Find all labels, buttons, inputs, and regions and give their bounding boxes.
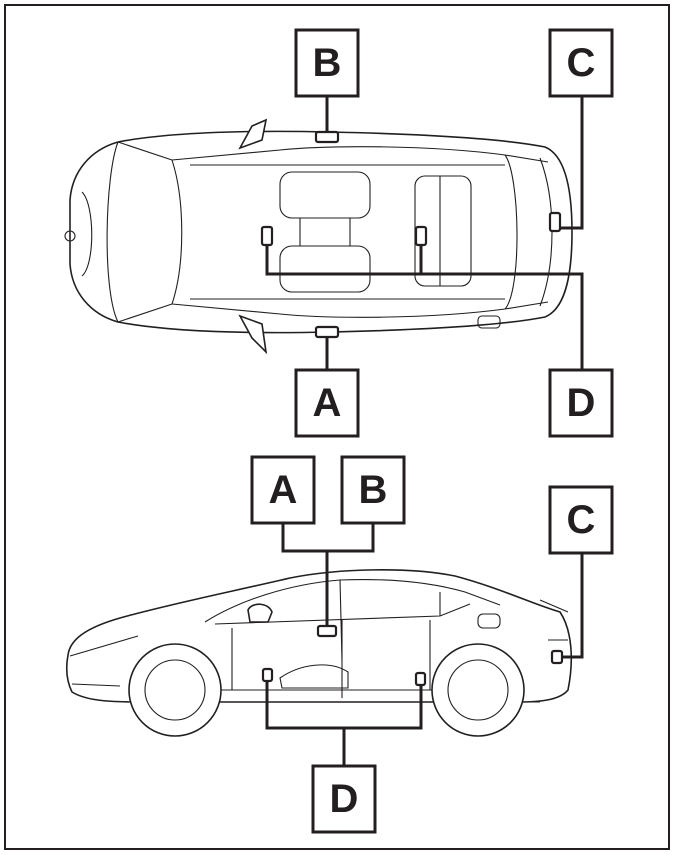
svg-text:B: B bbox=[359, 468, 388, 512]
car-side-view bbox=[66, 569, 573, 737]
svg-text:C: C bbox=[567, 498, 596, 542]
callout-a-top: A bbox=[294, 368, 360, 438]
svg-text:A: A bbox=[313, 381, 342, 425]
callout-a-side: A bbox=[250, 455, 316, 525]
leader-ab-side bbox=[281, 523, 375, 626]
svg-text:C: C bbox=[567, 41, 596, 85]
sensor-a-top bbox=[314, 325, 340, 339]
leader-c-top bbox=[560, 96, 584, 230]
car-top-view bbox=[64, 118, 573, 355]
sensor-ab-side bbox=[316, 624, 338, 638]
leader-d-top bbox=[265, 245, 584, 370]
svg-text:D: D bbox=[567, 381, 596, 425]
sensor-b-top bbox=[314, 130, 340, 144]
svg-text:D: D bbox=[330, 777, 359, 821]
leader-c-side bbox=[562, 553, 584, 659]
sensor-c-side bbox=[550, 649, 564, 665]
sensor-d-top-front bbox=[260, 225, 274, 247]
svg-text:B: B bbox=[313, 41, 342, 85]
leader-d-side bbox=[265, 681, 423, 766]
callout-c-top: C bbox=[548, 28, 614, 98]
sensor-d-top-rear bbox=[414, 225, 428, 247]
callout-b-top: B bbox=[294, 28, 360, 98]
sensor-c-top bbox=[548, 211, 562, 233]
callout-b-side: B bbox=[340, 455, 406, 525]
svg-text:A: A bbox=[269, 468, 298, 512]
callout-d-side: D bbox=[311, 764, 377, 834]
sensor-d-side-rear bbox=[414, 671, 427, 687]
sensor-d-side-front bbox=[261, 667, 274, 683]
diagram-frame bbox=[4, 4, 670, 850]
callout-d-top: D bbox=[548, 368, 614, 438]
callout-c-side: C bbox=[548, 485, 614, 555]
